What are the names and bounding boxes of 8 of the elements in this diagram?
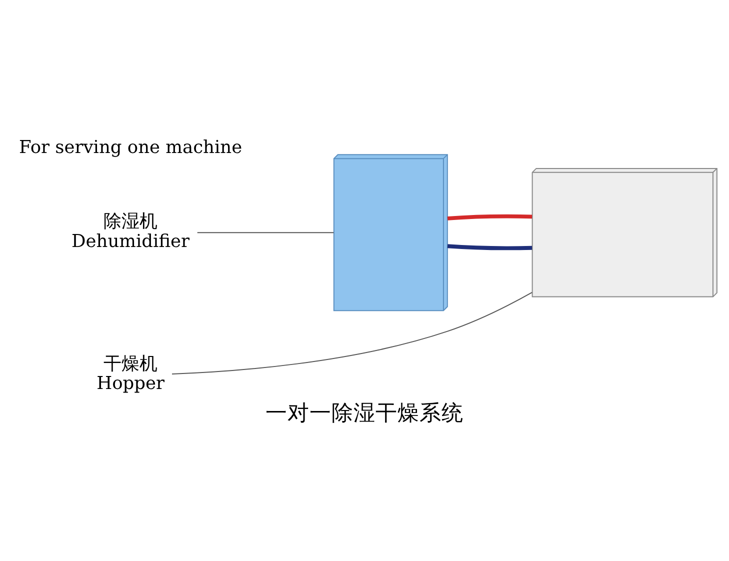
node-text: 干燥机 Hopper [96, 354, 164, 394]
connector [196, 232, 334, 234]
connector [447, 244, 532, 250]
caption: 一对一除湿干燥系统 [266, 400, 464, 426]
connector [172, 292, 532, 374]
connector [447, 214, 532, 220]
node-text: 除湿机 Dehumidifier [72, 212, 190, 252]
label: For serving one machine [19, 138, 242, 158]
